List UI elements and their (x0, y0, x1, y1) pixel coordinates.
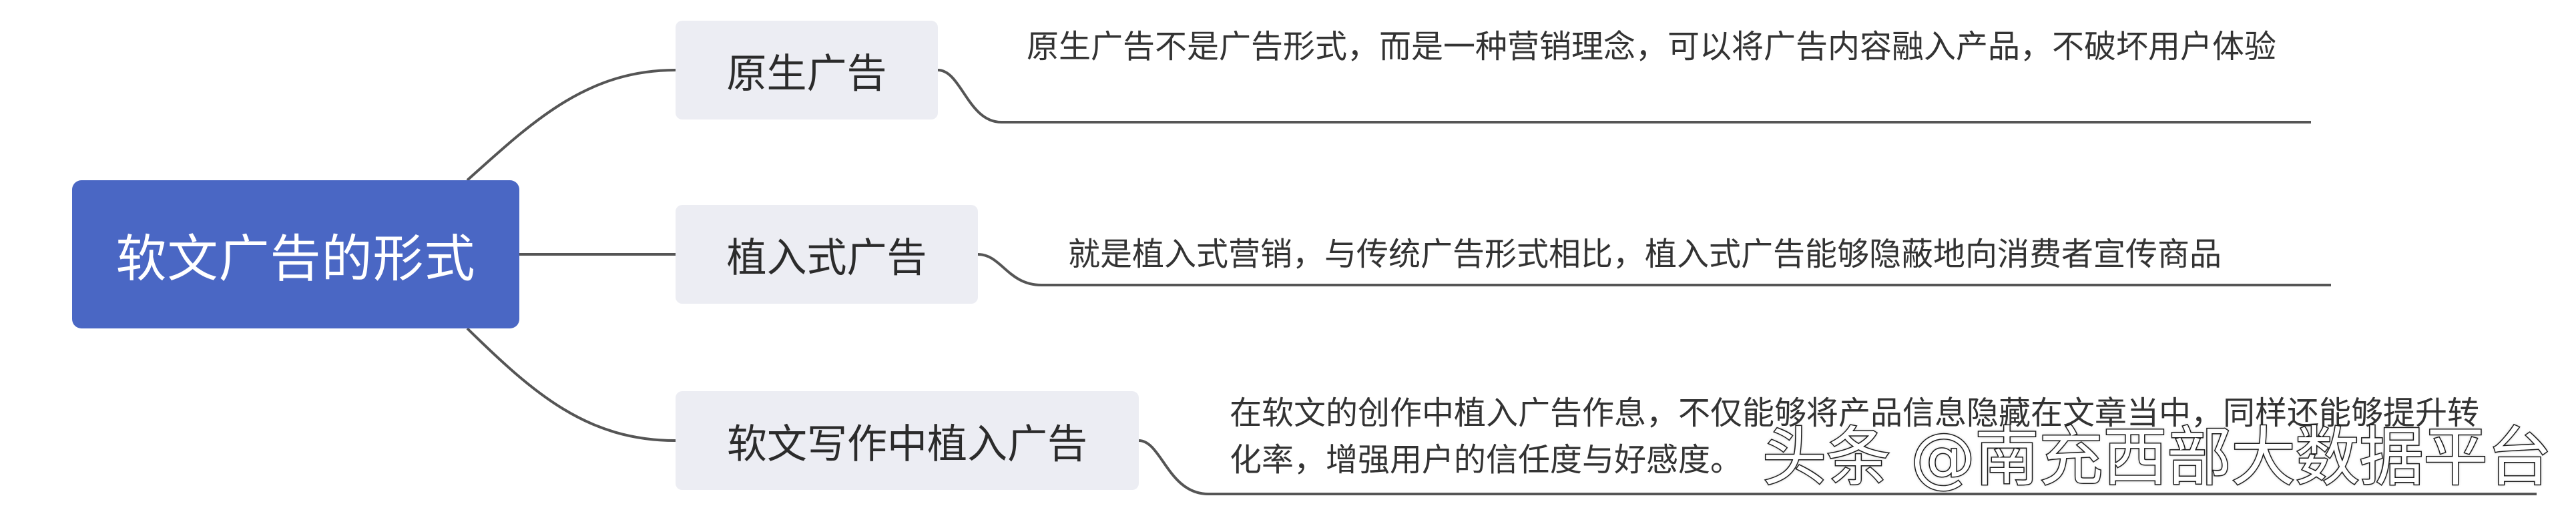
branch-1-description: 原生广告不是广告形式，而是一种营销理念，可以将广告内容融入产品，不破坏用户体验 (1027, 28, 2277, 65)
branch-node-label: 植入式广告 (726, 234, 927, 282)
branch-node-embedded-ads: 植入式广告 (676, 205, 978, 304)
branch-node-native-ads: 原生广告 (676, 21, 938, 119)
watermark-text: 头条 @南充西部大数据平台 (1762, 420, 2553, 495)
root-node-label: 软文广告的形式 (115, 229, 476, 288)
branch-1-underline (937, 69, 2311, 123)
root-node: 软文广告的形式 (72, 180, 519, 328)
branch-3-underline (1138, 439, 2537, 495)
branch-node-label: 软文写作中植入广告 (727, 421, 1087, 468)
branch-2-underline (977, 253, 2331, 286)
branch-2-description: 就是植入式营销，与传统广告形式相比，植入式广告能够隐蔽地向消费者宣传商品 (1068, 236, 2222, 273)
root-to-branch-3-line (466, 327, 676, 442)
branch-3-description: 在软文的创作中植入广告作息，不仅能够将产品信息隐藏在文章当中，同样还能够提升转化… (1230, 395, 2480, 479)
branch-node-softtext-embedded-ads: 软文写作中植入广告 (676, 391, 1139, 490)
branch-node-label: 原生广告 (726, 50, 887, 97)
root-to-branch-1-line (466, 69, 676, 182)
